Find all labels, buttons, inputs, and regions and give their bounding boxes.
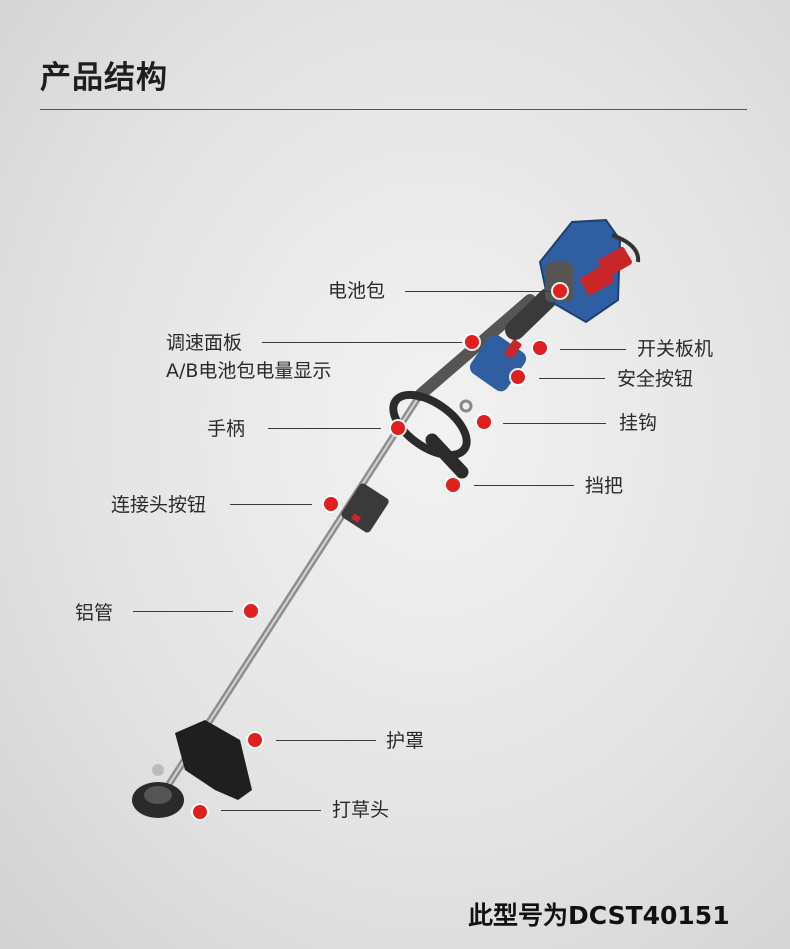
label-battery: 电池包	[328, 280, 386, 302]
loop-handle-shape	[389, 390, 471, 460]
label-guard-bar: 挡把	[585, 475, 624, 497]
trigger-shape	[504, 339, 522, 359]
trimmer-head-shaft-shape	[152, 764, 164, 776]
connector-button-shape	[351, 513, 361, 523]
marker-handle	[391, 421, 405, 435]
marker-speed-panel	[465, 335, 479, 349]
leader-connector-button	[230, 504, 312, 505]
title-divider	[40, 109, 747, 110]
page-title: 产品结构	[40, 60, 168, 96]
connector-joint-shape	[341, 483, 389, 533]
label-hook: 挂钩	[619, 412, 658, 434]
marker-aluminum-tube	[244, 604, 258, 618]
leader-safety-button	[539, 378, 605, 379]
marker-hook	[477, 415, 491, 429]
marker-switch	[533, 341, 547, 355]
leader-guard-bar	[474, 485, 574, 486]
marker-guard-shield	[248, 733, 262, 747]
battery-handle-shape	[611, 233, 641, 263]
model-number-note: 此型号为DCST40151	[468, 901, 730, 930]
label-handle: 手柄	[207, 418, 246, 440]
label-connector-button: 连接头按钮	[111, 494, 207, 516]
leader-aluminum-tube	[133, 611, 233, 612]
rear-grip-shape	[505, 288, 558, 340]
hook-shape	[459, 399, 473, 413]
leader-hook	[503, 423, 606, 424]
label-safety-button: 安全按钮	[617, 368, 694, 390]
marker-guard-bar	[446, 478, 460, 492]
leader-battery	[405, 291, 552, 292]
trimmer-head-cap-shape	[144, 786, 172, 804]
label-switch: 开关板机	[637, 338, 714, 360]
label-guard-shield: 护罩	[386, 730, 425, 752]
guard-bar-grip-shape	[425, 433, 469, 479]
leader-guard-shield	[276, 740, 376, 741]
marker-connector-button	[324, 497, 338, 511]
leader-switch	[560, 349, 626, 350]
guard-shield-shape	[175, 720, 252, 800]
marker-safety-button	[511, 370, 525, 384]
battery-pack-b-shape	[598, 246, 632, 278]
label-speed-panel: 调速面板	[166, 332, 243, 354]
label-trimmer-head: 打草头	[332, 799, 390, 821]
marker-trimmer-head	[193, 805, 207, 819]
label-battery-level-display: A/B电池包电量显示	[166, 360, 332, 382]
label-aluminum-tube: 铝管	[75, 602, 114, 624]
leader-trimmer-head	[221, 810, 321, 811]
leader-speed-panel	[262, 342, 462, 343]
leader-handle	[268, 428, 381, 429]
marker-battery	[553, 284, 567, 298]
